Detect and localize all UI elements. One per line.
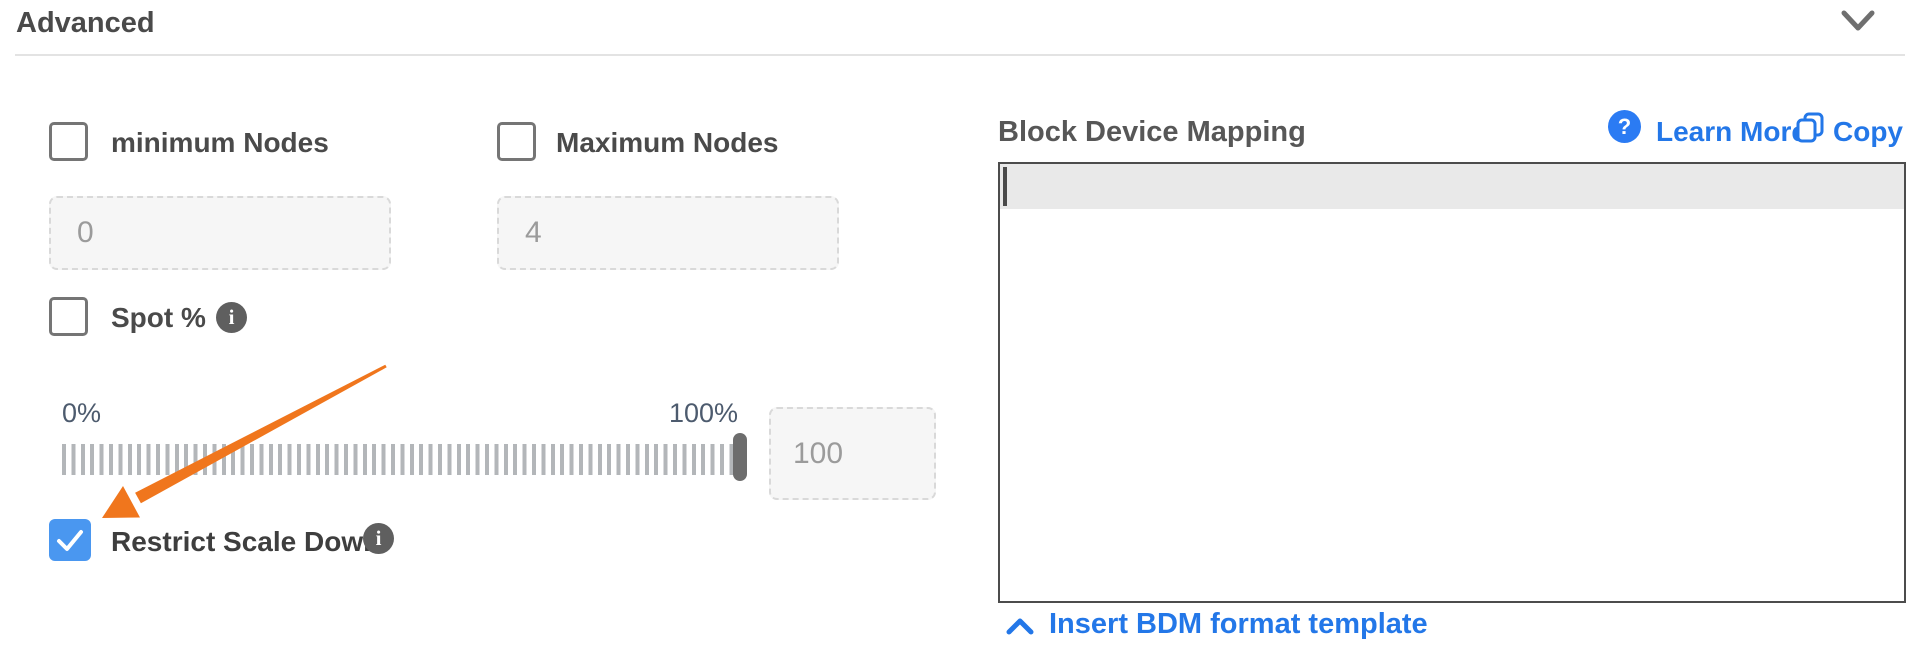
editor-caret: [1003, 167, 1007, 206]
minimum-nodes-label: minimum Nodes: [111, 127, 329, 158]
spot-percent-slider-track[interactable]: [62, 444, 739, 475]
spot-info-icon[interactable]: i: [216, 302, 247, 333]
maximum-nodes-input[interactable]: [497, 196, 839, 270]
learn-more-link[interactable]: Learn More: [1656, 116, 1807, 147]
copy-icon[interactable]: [1795, 111, 1825, 144]
check-icon: [57, 530, 83, 551]
slider-max-label: 100%: [669, 398, 739, 428]
bdm-editor[interactable]: [998, 162, 1906, 603]
section-divider: [15, 54, 1905, 56]
restrict-scale-down-label: Restrict Scale Down: [111, 526, 381, 557]
maximum-nodes-checkbox[interactable]: [497, 122, 536, 161]
chevron-down-icon[interactable]: [1840, 8, 1876, 34]
section-title: Advanced: [16, 7, 155, 39]
slider-handle[interactable]: [733, 433, 747, 481]
copy-link[interactable]: Copy: [1833, 116, 1903, 147]
spot-percent-label: Spot %: [111, 302, 206, 333]
spot-percent-checkbox[interactable]: [49, 297, 88, 336]
editor-active-line: [1000, 164, 1904, 209]
insert-bdm-template-link[interactable]: Insert BDM format template: [1049, 608, 1428, 640]
chevron-up-icon[interactable]: [1005, 617, 1035, 636]
block-device-mapping-title: Block Device Mapping: [998, 116, 1306, 148]
restrict-info-icon[interactable]: i: [363, 523, 394, 554]
maximum-nodes-label: Maximum Nodes: [556, 127, 779, 158]
restrict-scale-down-checkbox[interactable]: [49, 519, 91, 561]
question-icon[interactable]: ?: [1608, 110, 1641, 143]
minimum-nodes-checkbox[interactable]: [49, 122, 88, 161]
spot-percent-value-input[interactable]: [769, 407, 936, 500]
slider-min-label: 0%: [62, 398, 102, 428]
minimum-nodes-input[interactable]: [49, 196, 391, 270]
